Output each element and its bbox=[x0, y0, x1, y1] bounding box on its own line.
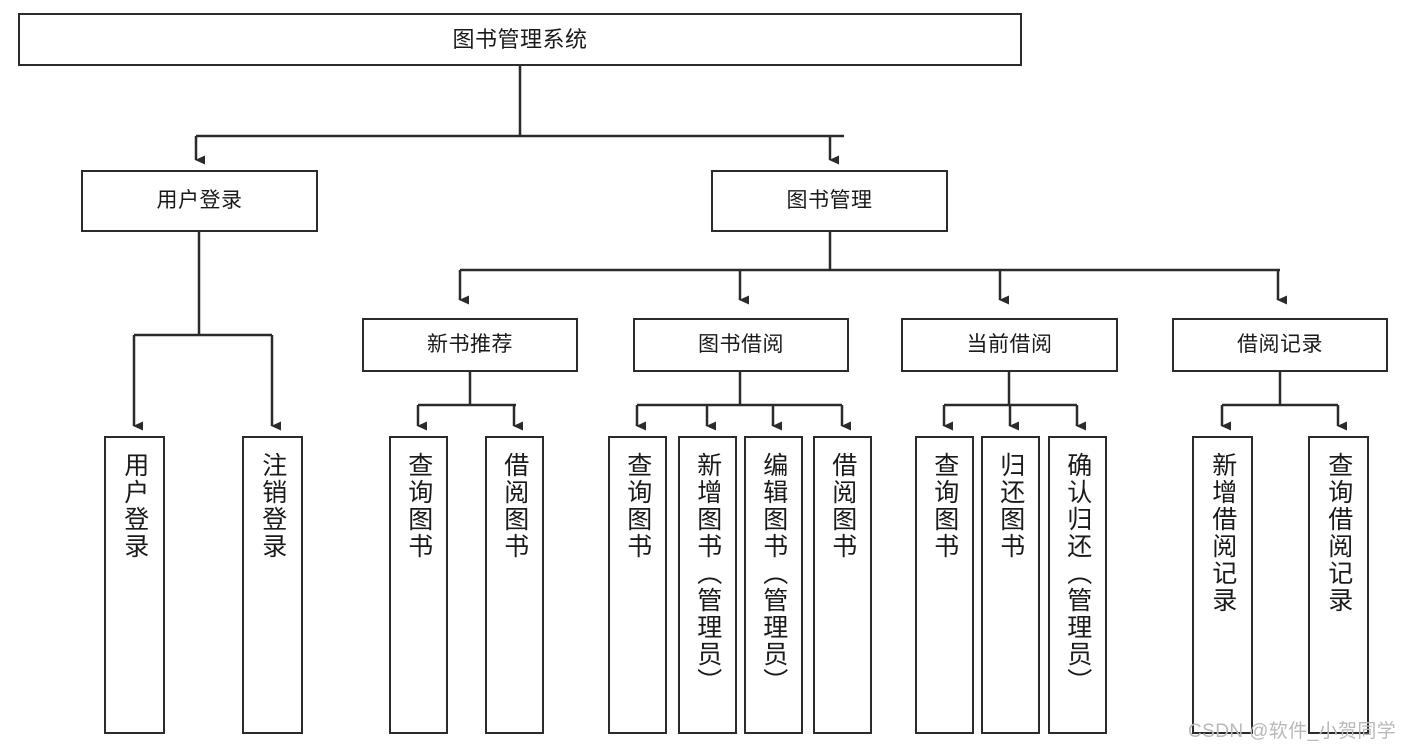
node-leaf-borrow-query-label: 查询图书 bbox=[623, 452, 652, 560]
node-book-borrow-label: 图书借阅 bbox=[698, 332, 784, 356]
node-leaf-new-books-borrow-label: 借阅图书 bbox=[500, 452, 529, 560]
node-root[interactable]: 图书管理系统 bbox=[18, 13, 1022, 66]
node-book-management[interactable]: 图书管理 bbox=[711, 170, 948, 232]
node-book-management-label: 图书管理 bbox=[786, 188, 873, 212]
node-leaf-borrow-add[interactable]: 新增图书（管理员） bbox=[678, 436, 737, 734]
node-leaf-new-books-query-label: 查询图书 bbox=[404, 452, 433, 560]
node-leaf-borrow-edit[interactable]: 编辑图书（管理员） bbox=[744, 436, 803, 734]
node-leaf-borrow-book-label: 借阅图书 bbox=[828, 452, 857, 560]
node-leaf-records-add-label: 新增借阅记录 bbox=[1208, 452, 1237, 614]
node-leaf-records-query[interactable]: 查询借阅记录 bbox=[1308, 436, 1369, 734]
node-leaf-current-confirm-return-label: 确认归还（管理员） bbox=[1063, 452, 1092, 695]
node-user-login[interactable]: 用户登录 bbox=[81, 170, 318, 232]
node-leaf-borrow-edit-label: 编辑图书（管理员） bbox=[759, 452, 788, 695]
node-leaf-current-confirm-return[interactable]: 确认归还（管理员） bbox=[1048, 436, 1107, 734]
node-user-login-label: 用户登录 bbox=[156, 188, 243, 212]
node-borrow-records[interactable]: 借阅记录 bbox=[1172, 318, 1388, 372]
node-leaf-current-query[interactable]: 查询图书 bbox=[915, 436, 974, 734]
node-leaf-user-login-label: 用户登录 bbox=[120, 452, 149, 560]
node-leaf-borrow-book[interactable]: 借阅图书 bbox=[813, 436, 872, 734]
node-leaf-borrow-add-label: 新增图书（管理员） bbox=[693, 452, 722, 695]
node-leaf-records-add[interactable]: 新增借阅记录 bbox=[1192, 436, 1253, 734]
node-leaf-user-login[interactable]: 用户登录 bbox=[104, 436, 165, 734]
node-leaf-borrow-query[interactable]: 查询图书 bbox=[608, 436, 667, 734]
node-leaf-records-query-label: 查询借阅记录 bbox=[1324, 452, 1353, 614]
node-leaf-current-return-label: 归还图书 bbox=[996, 452, 1025, 560]
csdn-watermark: CSDN @软件_小贺同学 bbox=[1188, 721, 1397, 742]
node-leaf-new-books-borrow[interactable]: 借阅图书 bbox=[485, 436, 544, 734]
node-new-books-label: 新书推荐 bbox=[427, 332, 513, 356]
node-leaf-logout[interactable]: 注销登录 bbox=[242, 436, 303, 734]
node-leaf-current-query-label: 查询图书 bbox=[930, 452, 959, 560]
node-book-borrow[interactable]: 图书借阅 bbox=[633, 318, 849, 372]
node-leaf-current-return[interactable]: 归还图书 bbox=[981, 436, 1040, 734]
node-current-borrow[interactable]: 当前借阅 bbox=[901, 318, 1118, 372]
node-new-books[interactable]: 新书推荐 bbox=[362, 318, 578, 372]
node-current-borrow-label: 当前借阅 bbox=[966, 332, 1053, 356]
node-borrow-records-label: 借阅记录 bbox=[1237, 332, 1323, 356]
node-root-label: 图书管理系统 bbox=[452, 26, 588, 52]
node-leaf-new-books-query[interactable]: 查询图书 bbox=[389, 436, 448, 734]
node-leaf-logout-label: 注销登录 bbox=[258, 452, 287, 560]
